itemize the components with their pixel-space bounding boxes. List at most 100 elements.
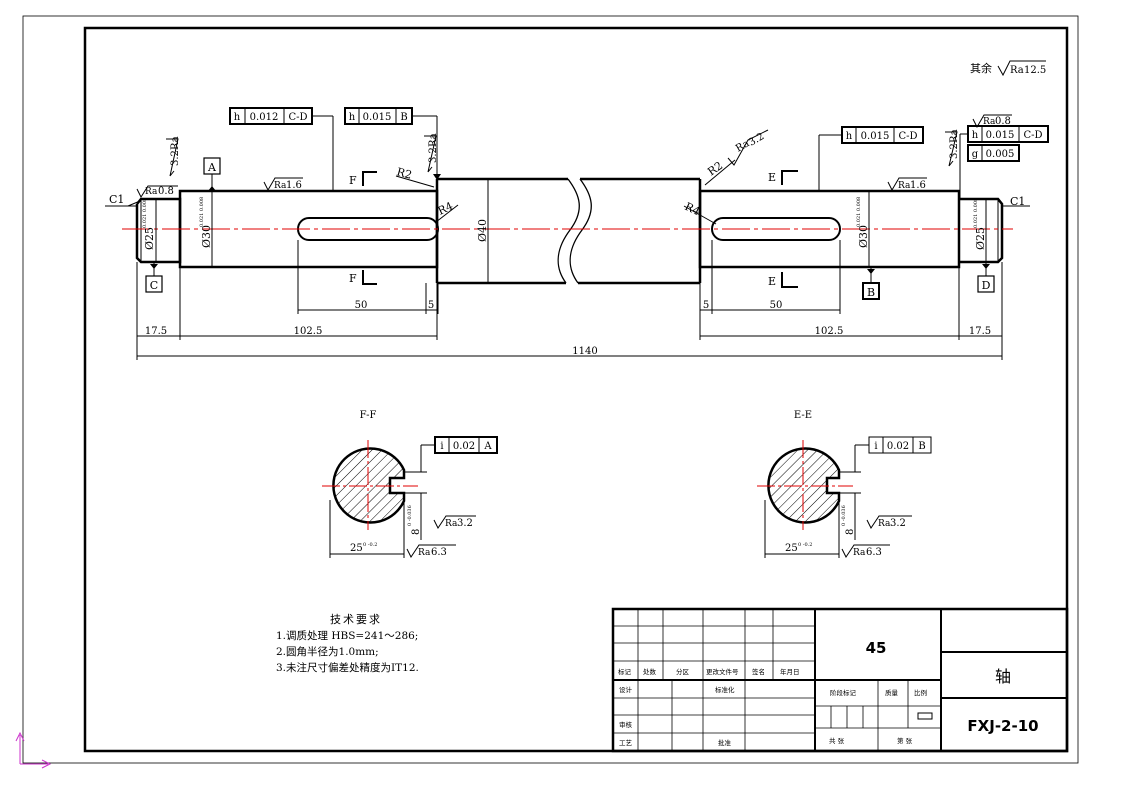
section-ee-view: i 0.02 B 8 0 -0.036 Ra 3.2 Ra 6.3 25 0 -… <box>757 436 932 558</box>
svg-text:Ø30: Ø30 <box>857 225 870 248</box>
svg-text:Ra: Ra <box>418 548 431 558</box>
svg-text:C1: C1 <box>1010 195 1025 208</box>
dim-diameter-40: Ø40 <box>476 179 489 283</box>
svg-text:0 -0.036: 0 -0.036 <box>407 505 413 526</box>
svg-text:g: g <box>972 149 979 160</box>
svg-text:Ra: Ra <box>145 187 158 197</box>
svg-text:0.015: 0.015 <box>363 112 392 123</box>
svg-text:R2: R2 <box>705 159 725 178</box>
label-scale: 比例 <box>914 688 927 697</box>
svg-text:E: E <box>768 171 776 184</box>
section-marker-f-top: F <box>349 171 377 187</box>
dim-keyway-right <box>699 240 841 314</box>
svg-text:3.2: 3.2 <box>457 518 473 529</box>
chamfer-c1-right: C1 <box>1002 195 1030 208</box>
svg-text:Ra: Ra <box>170 136 181 150</box>
svg-text:Ø40: Ø40 <box>476 219 489 242</box>
svg-text:8: 8 <box>411 529 422 535</box>
svg-text:1.6: 1.6 <box>910 180 926 191</box>
svg-text:F: F <box>349 174 357 187</box>
dim-diameter-25-left: Ø25 0.021 0.008 <box>142 198 157 262</box>
dim-diameter-25-right: Ø25 0.021 0.008 <box>973 198 987 262</box>
roughness-ra32-mid-vertical: Ra 3.2 <box>424 133 439 173</box>
svg-text:12.5: 12.5 <box>1024 65 1046 76</box>
header-mark: 标记 <box>618 667 632 676</box>
svg-text:3.2: 3.2 <box>747 131 766 148</box>
svg-text:0.012: 0.012 <box>250 112 279 123</box>
svg-text:F: F <box>349 272 357 285</box>
svg-text:Ø25: Ø25 <box>974 227 987 250</box>
dim-diameter-30-left: Ø30 0.021 0.008 <box>199 191 213 267</box>
tolerance-frame-right-stack: h 0.015 C-D g 0.005 <box>959 125 1049 199</box>
section-ff-view: i 0.02 A 8 0 -0.036 Ra 3.2 Ra 6.3 25 0 -… <box>322 436 498 558</box>
svg-text:0.015: 0.015 <box>986 130 1015 141</box>
svg-text:3.2: 3.2 <box>890 518 906 529</box>
roughness-ra08-right: Ra 0.8 <box>972 114 1012 129</box>
svg-text:Ra: Ra <box>983 117 996 127</box>
section-marker-e-top: E <box>768 170 798 185</box>
svg-text:0.015: 0.015 <box>861 131 890 142</box>
datum-b: B <box>862 267 880 300</box>
part-name: 轴 <box>995 667 1011 686</box>
tolerance-frame-h-0015-b: h 0.015 B <box>344 107 441 180</box>
svg-text:h: h <box>234 112 241 123</box>
dim-17-5-left: 17.5 <box>145 326 167 337</box>
label-approve: 批准 <box>718 738 732 747</box>
tolerance-frame-h-0012: h 0.012 C-D <box>229 107 334 191</box>
svg-text:3.2: 3.2 <box>949 143 960 159</box>
svg-text:0.8: 0.8 <box>158 186 174 197</box>
fillet-r2-left: R2 <box>395 165 435 188</box>
svg-text:B: B <box>400 112 407 123</box>
tolerance-frame-h-0015-cd-mid: h 0.015 C-D <box>818 126 924 191</box>
dim-keyway-left <box>297 240 439 314</box>
roughness-ra08-left: Ra 0.8 <box>136 185 178 199</box>
svg-text:0.021 0.008: 0.021 0.008 <box>973 198 979 228</box>
svg-text:Ø25: Ø25 <box>143 227 156 250</box>
svg-text:6.3: 6.3 <box>431 547 447 558</box>
dim-17-5-right: 17.5 <box>969 326 991 337</box>
svg-text:D: D <box>982 279 991 292</box>
tech-req-item-3: 3.未注尺寸偏差处精度为IT12. <box>276 661 419 674</box>
section-ff-label: F-F <box>360 410 377 421</box>
svg-text:C-D: C-D <box>898 131 917 142</box>
svg-text:Ra: Ra <box>949 129 960 143</box>
label-standard: 标准化 <box>715 685 735 694</box>
dim-1140-total: 1140 <box>572 346 597 357</box>
svg-text:25: 25 <box>350 543 363 554</box>
datum-a: A <box>203 157 221 191</box>
roughness-ra32-right-angled: Ra 3.2 <box>727 129 769 166</box>
dim-102-5-right: 102.5 <box>815 326 844 337</box>
title-block <box>611 607 1069 753</box>
svg-text:h: h <box>972 130 979 141</box>
svg-text:A: A <box>483 441 492 452</box>
svg-text:Ra: Ra <box>898 181 911 191</box>
dim-5-right: 5 <box>703 300 709 311</box>
header-sign: 签名 <box>752 667 765 676</box>
svg-text:0.021 0.008: 0.021 0.008 <box>856 197 862 227</box>
tech-req-item-1: 1.调质处理 HBS=241～286; <box>276 630 418 642</box>
svg-text:B: B <box>918 441 925 452</box>
svg-text:0.021 0.008: 0.021 0.008 <box>142 198 148 228</box>
svg-text:i: i <box>440 441 443 452</box>
header-zone: 分区 <box>676 667 690 676</box>
label-review: 审核 <box>619 720 633 729</box>
chamfer-c1-left: C1 <box>105 193 141 207</box>
ucs-axis-icon <box>15 731 52 769</box>
roughness-ra32-right-vertical: Ra 3.2 <box>945 129 960 167</box>
svg-text:h: h <box>846 131 853 142</box>
datum-d: D <box>977 262 995 293</box>
svg-text:8: 8 <box>845 529 856 535</box>
title-block-text: 45 轴 FXJ-2-10 标记 处数 分区 更改文件号 签名 年月日 设计 标… <box>618 639 1039 747</box>
svg-text:R4: R4 <box>436 199 455 217</box>
svg-text:A: A <box>207 161 217 174</box>
dim-50-right: 50 <box>770 300 783 311</box>
svg-text:Ra: Ra <box>445 519 458 529</box>
section-ee-label: E-E <box>794 410 812 421</box>
label-weight: 质量 <box>885 688 899 697</box>
label-design: 设计 <box>619 685 633 694</box>
svg-text:C-D: C-D <box>1023 130 1042 141</box>
svg-text:0 -0.2: 0 -0.2 <box>798 542 812 548</box>
svg-text:h: h <box>349 112 356 123</box>
svg-text:0.02: 0.02 <box>887 441 909 452</box>
